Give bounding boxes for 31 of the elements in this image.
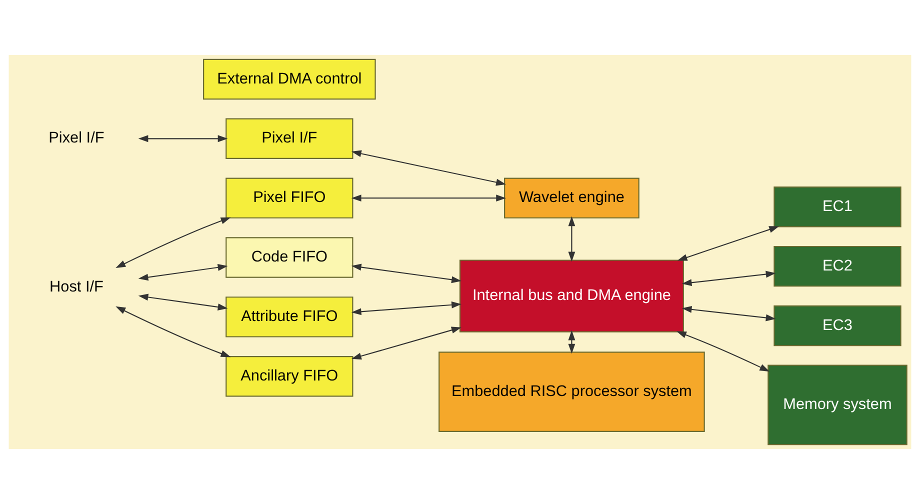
arrow [138, 264, 228, 281]
arrow [676, 331, 770, 372]
node-text: Pixel I/F [48, 130, 104, 147]
arrow [568, 330, 576, 354]
node-box: EC1 [774, 186, 902, 228]
arrow [351, 264, 462, 284]
node-text: Host I/F [50, 278, 104, 296]
arrow [351, 301, 462, 316]
arrow [568, 216, 576, 262]
arrow [138, 135, 228, 142]
arrow [682, 306, 776, 322]
arrow [682, 270, 776, 286]
node-box: Embedded RISC processor system [438, 352, 705, 432]
node-box: Memory system [768, 364, 908, 446]
node-box: Pixel FIFO [226, 178, 354, 218]
node-box: EC2 [774, 246, 902, 287]
node-box: Code FIFO [226, 237, 354, 278]
arrow [351, 194, 506, 202]
arrow [116, 217, 231, 268]
node-box: Pixel I/F [226, 118, 354, 159]
arrow [351, 326, 462, 360]
node-box: Attribute FIFO [226, 296, 354, 338]
arrow [677, 226, 780, 261]
arrow [116, 306, 231, 358]
node-box: Wavelet engine [504, 178, 640, 218]
arrow [138, 294, 228, 310]
arrow [351, 150, 506, 186]
node-box: Internal bus and DMA engine [459, 260, 684, 332]
node-box: EC3 [774, 305, 902, 346]
node-box: External DMA control [203, 58, 376, 100]
node-box: Ancillary FIFO [226, 356, 354, 397]
